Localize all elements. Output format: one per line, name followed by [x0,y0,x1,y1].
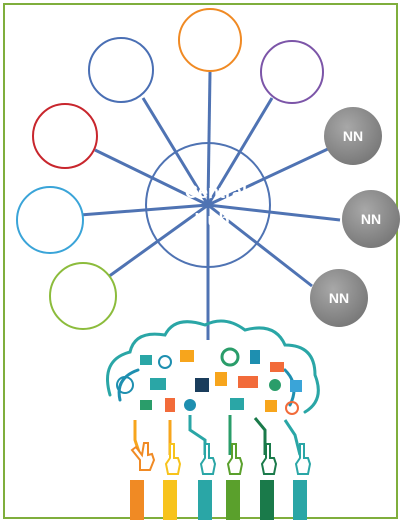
spoke-orange [206,71,212,206]
nn-node-bottom: NN [310,269,368,327]
cloud-icons [116,347,302,415]
nn-node-top: NN [324,107,382,165]
node-blue [88,37,154,103]
node-orange [178,8,242,72]
nn-label-mid: NN [361,211,381,227]
hub-circle [145,142,271,268]
spoke-nn-mid [207,203,341,222]
diagram-frame [3,3,398,519]
node-red [32,103,98,169]
spokes [79,71,341,340]
spoke-nn-bottom [207,203,313,288]
hub-label-line1: Central [185,182,247,202]
hands [130,442,312,520]
hub-label-line2: Hub [195,210,230,230]
nn-label-bottom: NN [329,290,349,306]
spoke-nn-top [207,146,331,207]
node-purple [260,40,324,104]
nn-node-mid: NN [342,190,400,248]
node-lightblue [16,186,84,254]
spoke-lightblue [79,203,209,217]
node-green [49,262,117,330]
idea-cloud-illustration [106,319,320,520]
nn-label-top: NN [343,128,363,144]
